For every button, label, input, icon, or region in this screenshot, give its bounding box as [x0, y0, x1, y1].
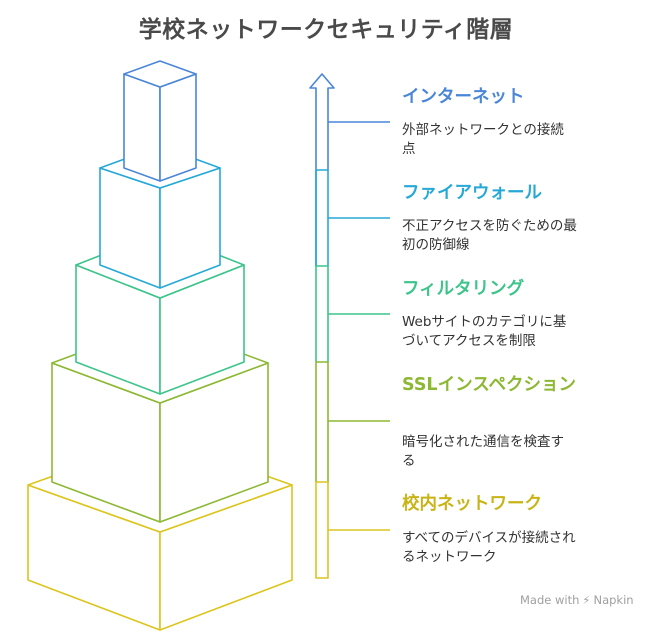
box-firewall	[99, 145, 221, 289]
layer-title-filtering: フィルタリング	[402, 279, 525, 299]
layer-desc-school-network: すべてのデバイスが接続されるネットワーク	[402, 530, 576, 565]
box-internet	[123, 60, 197, 182]
layer-title-school-network: 校内ネットワーク	[402, 494, 542, 514]
connectors	[328, 121, 390, 531]
arrow-head	[309, 73, 335, 170]
layer-title-ssl-inspection: SSLインスペクション	[402, 375, 576, 395]
layer-desc-firewall: 不正アクセスを防ぐための最初の防御線	[402, 218, 577, 253]
layer-desc-ssl-inspection: 暗号化された通信を検査する	[402, 434, 564, 469]
layer-desc-filtering: Webサイトのカテゴリに基づいてアクセスを制限	[402, 314, 567, 349]
watermark-brand: Napkin	[593, 593, 634, 607]
napkin-bolt-icon: ⚡	[582, 593, 591, 607]
layer-title-firewall: ファイアウォール	[402, 183, 542, 203]
layer-title-internet: インターネット	[402, 87, 525, 107]
watermark-prefix: Made with	[520, 593, 580, 607]
hierarchy-arrow	[309, 73, 335, 579]
napkin-watermark[interactable]: Made with⚡Napkin	[520, 593, 634, 607]
page-title: 学校ネットワークセキュリティ階層	[138, 17, 514, 43]
layer-desc-internet: 外部ネットワークとの接続点	[402, 122, 564, 157]
